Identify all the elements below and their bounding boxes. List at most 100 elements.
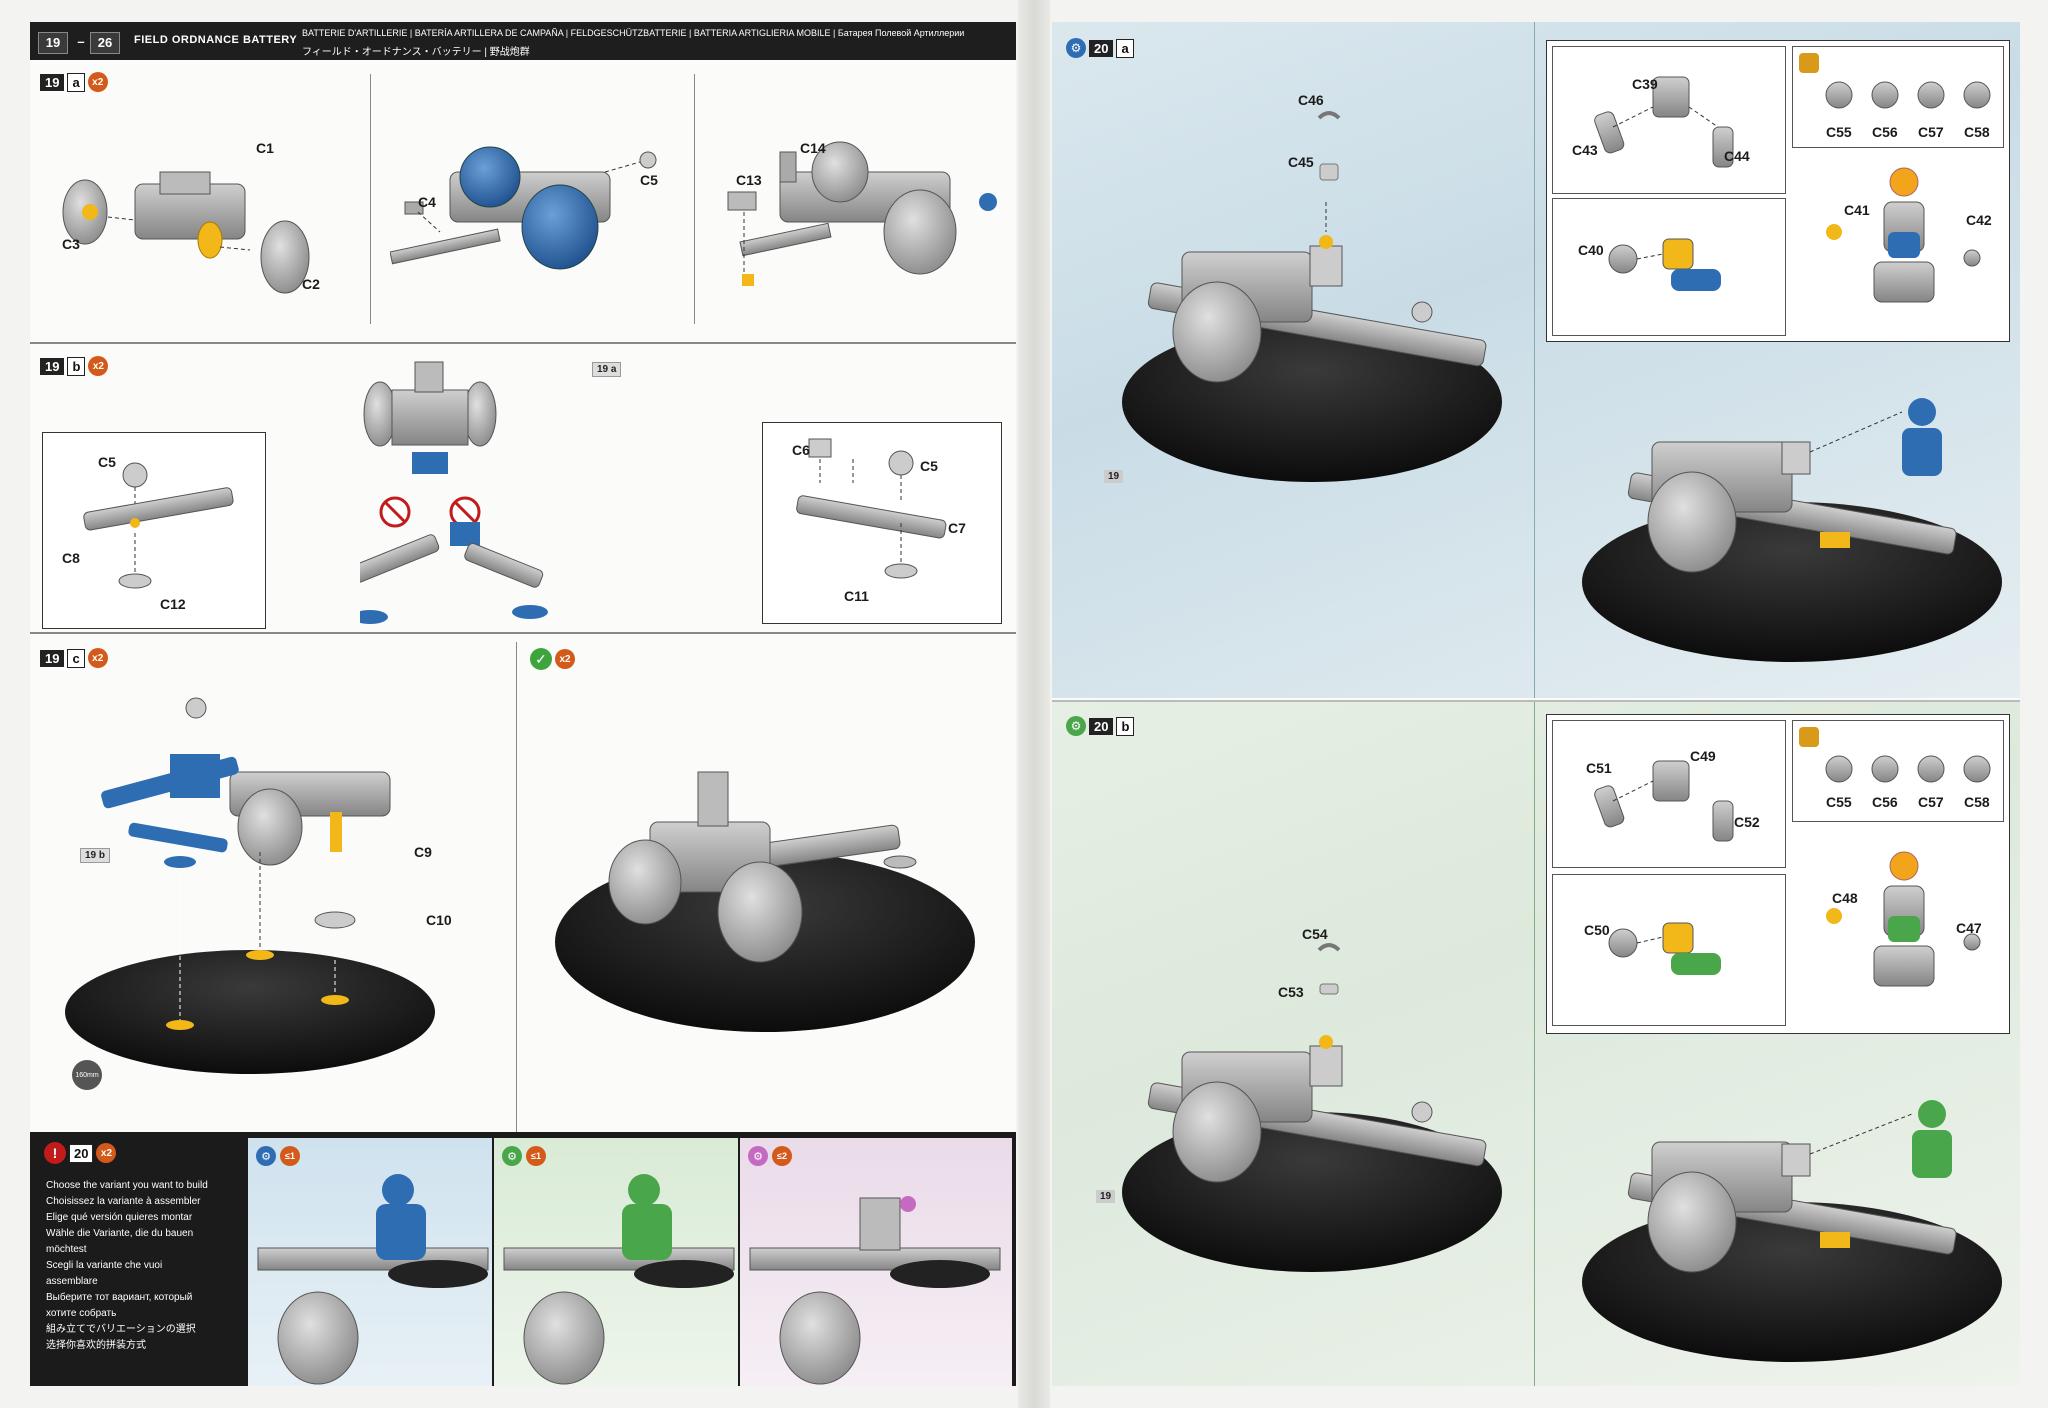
label-head-3: C57 [1918, 124, 1944, 140]
divider [1534, 22, 1535, 698]
pink-gear-icon: ⚙ [748, 1146, 768, 1166]
step-19-complete-illustration [555, 771, 975, 1032]
variant-limit: ≤1 [280, 1146, 300, 1166]
step-20b-base-illustration [1122, 1035, 1502, 1272]
instruction-es: Elige qué versión quieres montar [46, 1212, 193, 1223]
section-divider [30, 632, 1016, 634]
label-c7: C7 [948, 520, 966, 536]
page-range-end: 26 [90, 32, 120, 54]
step-20a-badge: ⚙ 20 a [1066, 38, 1134, 58]
variant-limit: ≤2 [772, 1146, 792, 1166]
step-number: 19 [40, 357, 65, 375]
variant-panel: ! 20 x2 Choose the variant you want to b… [30, 1132, 1016, 1386]
header-subtitle-line2: フィールド・オードナンス・バッテリー | 野战炮群 [302, 47, 530, 58]
step-sub: b [1116, 716, 1135, 736]
variant-blue-illustration [257, 1174, 489, 1385]
variant-blue[interactable]: ⚙ ≤1 [248, 1138, 492, 1386]
helmet-icon [1799, 727, 1819, 747]
heads-illustration [1825, 755, 1991, 783]
heads-box [1792, 720, 2004, 822]
label-head-1: C55 [1826, 124, 1852, 140]
legs-assembly-box [1552, 198, 1786, 336]
instruction-zh: 选择你喜欢的拼装方式 [46, 1340, 146, 1351]
step-19a-illustration-1 [62, 171, 310, 294]
divider [1534, 702, 1535, 1386]
multiplier-badge: x2 [87, 648, 108, 668]
header-bar: 19 – 26 FIELD ORDNANCE BATTERY BATTERIE … [30, 22, 1016, 60]
label-c51: C51 [1586, 760, 1612, 776]
label-c43: C43 [1572, 142, 1598, 158]
step-20a-base-illustration [1122, 202, 1502, 482]
label-c11: C11 [844, 588, 869, 604]
multiplier-badge: x2 [87, 72, 108, 92]
base-size-text: 160mm [75, 1071, 99, 1079]
label-c12: C12 [160, 596, 186, 612]
step-number: 20 [1089, 717, 1114, 735]
step-19a-illustration-2 [390, 146, 657, 270]
step-20a-final-illustration [1582, 398, 2002, 662]
legs-assembly-box [1552, 874, 1786, 1026]
instruction-fr: Choisissez la variante à assembler [46, 1196, 201, 1207]
multiplier-badge: x2 [555, 649, 575, 669]
step-number: 19 [40, 649, 65, 667]
multiplier-badge: x2 [96, 1143, 117, 1163]
label-c52: C52 [1734, 814, 1760, 830]
legs-assembly-illustration [1608, 238, 1721, 291]
page-range-start: 19 [38, 32, 68, 54]
green-gear-icon: ⚙ [502, 1146, 522, 1166]
label-c4: C4 [418, 194, 436, 210]
divider [516, 642, 517, 1132]
page-gutter [1018, 0, 1050, 1408]
step-number: 19 [40, 73, 65, 91]
label-c2: C2 [302, 276, 320, 292]
ref-19b: 19 b [80, 848, 111, 863]
step-number: 20 [1089, 39, 1114, 57]
label-c47: C47 [1956, 920, 1982, 936]
label-c5: C5 [640, 172, 658, 188]
instruction-it: Scegli la variante che vuoi assemblare [46, 1260, 163, 1287]
label-c49: C49 [1690, 748, 1716, 764]
variant-green[interactable]: ⚙ ≤1 [494, 1138, 738, 1386]
label-c41: C41 [1844, 202, 1870, 218]
ref-num: 19 [85, 850, 97, 861]
torso-assembly-box [1552, 720, 1786, 868]
label-head-2: C56 [1872, 124, 1898, 140]
label-c1: C1 [256, 140, 274, 156]
ref-num: 19 [597, 364, 609, 375]
helmet-icon [1799, 53, 1819, 73]
variant-green-illustration [503, 1174, 735, 1385]
multiplier-badge: x2 [88, 356, 109, 376]
torso-assembly-illustration [1594, 760, 1734, 842]
step-19c-illustration [65, 697, 435, 1074]
c54-c53-parts [1317, 943, 1341, 995]
left-page: 19 – 26 FIELD ORDNANCE BATTERY BATTERIE … [30, 22, 1016, 1386]
right-trail-illustration [796, 438, 947, 579]
step-20b-final-illustration [1582, 1100, 2002, 1362]
label-c48: C48 [1832, 890, 1858, 906]
step-19b-illustration-main [360, 361, 548, 624]
step-19b-badge: 19 b x2 [40, 356, 109, 376]
ref-sub: b [98, 850, 106, 861]
divider [694, 74, 695, 324]
step-20b-badge: ⚙ 20 b [1066, 716, 1135, 736]
header-subtitle-line1: BATTERIE D'ARTILLERIE | BATERÍA ARTILLER… [302, 28, 965, 38]
blue-gear-icon: ⚙ [256, 1146, 276, 1166]
label-c5-left: C5 [98, 454, 116, 470]
check-icon: ✓ [530, 648, 552, 670]
page-range-sep: – [77, 34, 85, 49]
heads-illustration [1825, 81, 1991, 109]
step-19c-badge: 19 c x2 [40, 648, 108, 668]
label-c9: C9 [414, 844, 432, 860]
label-c53: C53 [1278, 984, 1304, 1000]
step-sub: a [67, 72, 85, 92]
section-divider [30, 342, 1016, 344]
step-sub: a [1116, 38, 1134, 58]
label-head-3: C57 [1918, 794, 1944, 810]
c46-c45-parts [1317, 111, 1341, 181]
step-sub: b [67, 356, 86, 376]
label-c50: C50 [1584, 922, 1610, 938]
label-c45: C45 [1288, 154, 1314, 170]
heads-box [1792, 46, 2004, 148]
variant-pink[interactable]: ⚙ ≤2 [740, 1138, 1012, 1386]
label-c46: C46 [1298, 92, 1324, 108]
